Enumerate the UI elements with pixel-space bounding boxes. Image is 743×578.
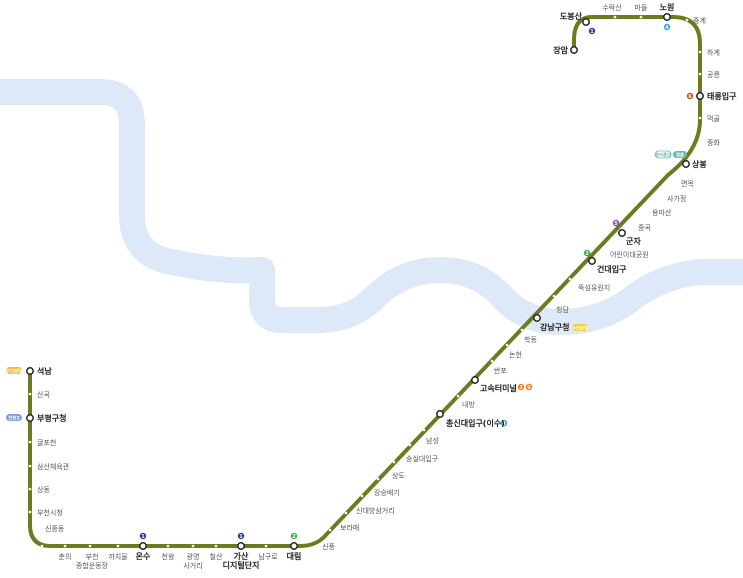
- svg-text:학동: 학동: [524, 335, 537, 344]
- label-taereung: 태릉입구: [707, 91, 737, 101]
- svg-text:수인분당: 수인분당: [6, 367, 23, 374]
- label-jangam: 장암: [553, 45, 568, 55]
- svg-text:인천2: 인천2: [8, 414, 19, 421]
- station-nowon-dot: [663, 13, 671, 21]
- svg-text:신대방삼거리: 신대방삼거리: [356, 506, 395, 515]
- svg-text:삼산체육관: 삼산체육관: [37, 462, 70, 471]
- label-terminal: 고속터미널: [480, 383, 517, 393]
- svg-text:용마산: 용마산: [652, 208, 672, 217]
- svg-text:3: 3: [519, 385, 523, 391]
- svg-text:산곡: 산곡: [37, 390, 50, 399]
- svg-text:뚝섬유원지: 뚝섬유원지: [578, 283, 610, 292]
- svg-text:공릉: 공릉: [707, 71, 720, 79]
- svg-text:중계: 중계: [693, 16, 706, 25]
- station-jangam-dot: [570, 46, 578, 54]
- station-terminal-dot: [471, 376, 479, 384]
- svg-text:하계: 하계: [707, 48, 720, 57]
- station-gunja-dot: [618, 229, 626, 237]
- major-stations: [26, 13, 704, 550]
- svg-text:상동: 상동: [37, 485, 50, 494]
- label-nowon: 노원: [660, 2, 675, 12]
- station-daerim-dot: [290, 542, 298, 550]
- svg-text:굴포천: 굴포천: [37, 438, 56, 447]
- svg-text:논현: 논현: [509, 351, 522, 359]
- svg-text:숭실대입구: 숭실대입구: [406, 454, 439, 463]
- label-dobongsan: 도봉산: [560, 11, 583, 21]
- svg-text:신풍: 신풍: [322, 542, 335, 551]
- svg-text:수락산: 수락산: [602, 3, 622, 12]
- svg-text:4: 4: [502, 421, 506, 427]
- svg-text:중화: 중화: [707, 139, 720, 147]
- svg-text:부천: 부천: [86, 552, 99, 561]
- label-onsu: 온수: [136, 552, 151, 561]
- svg-text:남성: 남성: [426, 436, 439, 445]
- label-seongnam: 석남: [37, 366, 52, 376]
- svg-text:경춘: 경춘: [676, 151, 684, 158]
- station-seongnam-dot: [26, 367, 34, 375]
- svg-text:경의중앙: 경의중앙: [655, 151, 672, 158]
- station-labels: 석남 산곡 부평구청 굴포천 삼산체육관 상동 부천시청 신중동 춘의 부천 종…: [37, 2, 737, 570]
- svg-text:부천시청: 부천시청: [37, 508, 63, 517]
- svg-text:6: 6: [688, 94, 692, 100]
- transfer-badges: 수인분당 인천2 1 1 2 4 3 9 수인분당 2 5 경의중앙 경춘 6 …: [6, 23, 694, 540]
- svg-text:먹골: 먹골: [707, 114, 720, 123]
- svg-text:반포: 반포: [494, 366, 507, 375]
- svg-text:1: 1: [141, 534, 145, 540]
- label-daerim: 대림: [287, 551, 302, 561]
- label-gunja: 군자: [626, 236, 641, 246]
- label-bupyeong-gu: 부평구청: [37, 413, 66, 423]
- station-isu-dot: [436, 410, 444, 418]
- svg-text:디지털단지: 디지털단지: [223, 560, 260, 570]
- station-bupyeong-dot: [26, 414, 34, 422]
- svg-text:수인분당: 수인분당: [572, 324, 589, 331]
- station-taereung-dot: [696, 92, 704, 100]
- svg-text:신중동: 신중동: [45, 524, 65, 533]
- svg-text:사가정: 사가정: [667, 194, 686, 203]
- svg-text:천왕: 천왕: [162, 552, 175, 561]
- svg-text:면목: 면목: [681, 179, 694, 188]
- svg-text:보라매: 보라매: [340, 523, 359, 532]
- svg-text:종합운동장: 종합운동장: [76, 561, 109, 570]
- label-sangbong: 상봉: [692, 159, 707, 169]
- svg-text:장승배기: 장승배기: [374, 488, 400, 497]
- station-sangbong-dot: [682, 160, 690, 168]
- station-dobongsan-dot: [582, 18, 590, 26]
- svg-text:마들: 마들: [635, 3, 648, 12]
- svg-text:2: 2: [292, 534, 296, 540]
- han-river: [0, 79, 743, 335]
- svg-text:9: 9: [527, 385, 531, 391]
- station-konkuk-dot: [588, 257, 596, 265]
- station-gangnam-gu-dot: [533, 314, 541, 322]
- svg-text:남구로: 남구로: [258, 552, 278, 561]
- svg-text:사거리: 사거리: [183, 561, 202, 570]
- svg-text:청담: 청담: [556, 305, 569, 314]
- label-gasan: 가산: [234, 551, 249, 561]
- svg-text:춘의: 춘의: [59, 552, 72, 561]
- minor-station-ticks: [28, 15, 702, 548]
- station-onsu-dot: [139, 542, 147, 550]
- svg-text:1: 1: [239, 534, 243, 540]
- svg-text:상도: 상도: [392, 471, 405, 480]
- label-isu: 총신대입구(이수): [446, 418, 505, 428]
- svg-text:1: 1: [590, 29, 594, 35]
- label-gangnam-gu: 강남구청: [540, 322, 569, 332]
- line-7-track: [28, 15, 702, 548]
- svg-text:5: 5: [614, 221, 618, 227]
- svg-text:중곡: 중곡: [638, 224, 651, 232]
- station-gasan-dot: [237, 542, 245, 550]
- svg-text:4: 4: [665, 25, 669, 31]
- svg-text:까치울: 까치울: [108, 552, 128, 561]
- svg-text:철산: 철산: [210, 552, 223, 561]
- svg-text:광명: 광명: [187, 552, 200, 561]
- svg-text:2: 2: [585, 251, 589, 257]
- svg-text:어린이대공원: 어린이대공원: [610, 250, 649, 259]
- svg-text:내방: 내방: [462, 400, 475, 409]
- label-konkuk: 건대입구: [597, 264, 627, 274]
